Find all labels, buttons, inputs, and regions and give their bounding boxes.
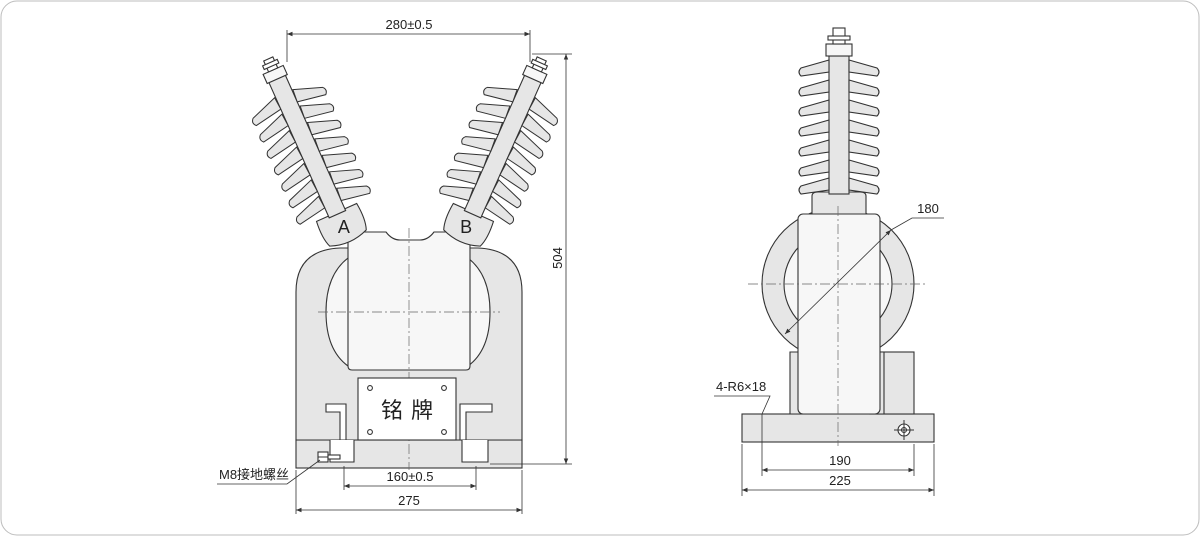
insulator-a-neck xyxy=(315,202,367,247)
phase-b-label: B xyxy=(460,217,472,237)
ground-screw-label: M8接地螺丝 xyxy=(219,467,289,482)
dim-top-label: 280±0.5 xyxy=(386,17,433,32)
dim-outer-label: 225 xyxy=(829,473,851,488)
front-view: A B 铭牌 xyxy=(217,17,572,514)
side-ground-screw-icon xyxy=(894,420,914,440)
front-bracket-right xyxy=(459,403,493,441)
side-insulator-core xyxy=(828,55,850,195)
dim-base-width-label: 275 xyxy=(398,493,420,508)
nameplate xyxy=(357,377,457,441)
nameplate-text: 铭牌 xyxy=(381,399,441,424)
dim-inner-label: 190 xyxy=(829,453,851,468)
side-insulator-cap xyxy=(825,43,853,57)
front-foot-right xyxy=(461,440,489,463)
side-view: 180 4-R6×18 190 225 xyxy=(714,27,944,496)
phase-a-label: A xyxy=(338,217,350,237)
side-neck xyxy=(811,191,867,215)
insulator-b-neck xyxy=(443,202,495,247)
holes-label: 4-R6×18 xyxy=(716,379,766,394)
ground-screw-icon xyxy=(317,451,341,463)
dim-height-label: 504 xyxy=(550,247,565,269)
dim-base-inner-label: 160±0.5 xyxy=(387,469,434,484)
side-core-column xyxy=(797,213,881,415)
dim-diameter-label: 180 xyxy=(917,201,939,216)
